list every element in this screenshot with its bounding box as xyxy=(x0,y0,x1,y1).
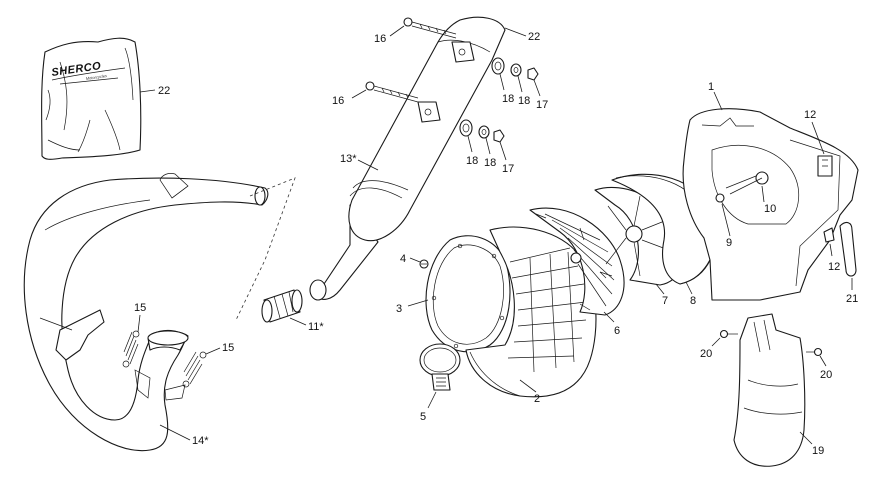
callout-12-upper: 12 xyxy=(804,109,825,155)
callout-18-upper-2: 18 xyxy=(517,75,530,107)
callout-10: 10 xyxy=(761,185,776,215)
label-19: 19 xyxy=(812,445,824,457)
label-14: 14* xyxy=(192,435,209,447)
callout-22-top: 22 xyxy=(504,27,540,43)
callout-22-left: 22 xyxy=(139,85,170,97)
callout-8: 8 xyxy=(685,281,696,307)
part-2-airbox-boot xyxy=(465,226,597,398)
part-15-spring-right xyxy=(182,351,207,388)
part-18-grommet-upper-1 xyxy=(491,57,505,75)
label-20-right: 20 xyxy=(820,369,832,381)
callout-16-lower: 16 xyxy=(332,89,367,107)
callout-12-lower: 12 xyxy=(828,243,840,273)
label-22-left: 22 xyxy=(158,85,170,97)
callout-19: 19 xyxy=(799,431,824,457)
callout-4: 4 xyxy=(400,253,421,265)
callout-13: 13* xyxy=(340,153,379,171)
part-4-screw xyxy=(419,259,429,269)
callout-15-right: 15 xyxy=(205,342,234,355)
part-18-washer-upper-2 xyxy=(510,63,522,77)
label-18-upper-1: 18 xyxy=(502,93,514,105)
callout-6: 6 xyxy=(603,311,620,337)
label-22-top: 22 xyxy=(528,31,540,43)
label-1: 1 xyxy=(708,81,714,93)
label-18-upper-2: 18 xyxy=(518,95,530,107)
label-16-lower: 16 xyxy=(332,95,344,107)
callout-1: 1 xyxy=(708,81,723,111)
callout-5: 5 xyxy=(420,391,437,423)
part-15-spring-left xyxy=(122,330,140,368)
callout-21: 21 xyxy=(846,278,858,305)
label-17-lower: 17 xyxy=(502,163,514,175)
part-17-nut-lower xyxy=(493,129,505,143)
part-20-screw-left xyxy=(719,329,738,339)
part-1-airbox-housing xyxy=(682,108,859,301)
part-12-clip-upper xyxy=(817,155,833,177)
label-16-upper: 16 xyxy=(374,33,386,45)
callout-18-lower-2: 18 xyxy=(484,137,496,169)
part-18-grommet-lower-1 xyxy=(459,119,473,137)
callout-11: 11* xyxy=(289,317,324,333)
part-11-flex-coupling xyxy=(261,289,303,323)
callout-17-lower: 17 xyxy=(499,141,514,175)
label-21: 21 xyxy=(846,293,858,305)
part-3-gasket xyxy=(425,235,511,353)
part-6-filter-plate xyxy=(529,207,625,316)
sherco-logo-subtext: Motorcycles xyxy=(85,73,107,81)
label-11: 11* xyxy=(308,321,324,333)
callout-14: 14* xyxy=(159,424,209,447)
callout-2: 2 xyxy=(519,379,540,405)
label-10: 10 xyxy=(764,203,776,215)
label-17-upper: 17 xyxy=(536,99,548,111)
label-12-lower: 12 xyxy=(828,261,840,273)
part-12-clip-lower xyxy=(823,227,835,243)
callout-7: 7 xyxy=(655,283,668,307)
label-8: 8 xyxy=(690,295,696,307)
part-19-intake-snorkel xyxy=(733,313,806,467)
part-14-expansion-chamber xyxy=(23,173,269,452)
callout-20-left: 20 xyxy=(700,337,721,360)
label-15-right: 15 xyxy=(222,342,234,354)
part-5-hose-clamp xyxy=(419,343,461,391)
label-6: 6 xyxy=(614,325,620,337)
callout-16-upper: 16 xyxy=(374,25,405,45)
label-3: 3 xyxy=(396,303,402,315)
part-16-bolt-lower xyxy=(365,81,419,103)
callout-18-lower-1: 18 xyxy=(466,135,478,167)
label-18-lower-2: 18 xyxy=(484,157,496,169)
callout-9: 9 xyxy=(721,203,732,249)
callout-17-upper: 17 xyxy=(533,79,548,111)
callout-18-upper-1: 18 xyxy=(499,73,514,105)
part-16-bolt-upper xyxy=(403,17,457,39)
part-18-washer-lower-2 xyxy=(478,125,490,139)
callout-15-left: 15 xyxy=(134,302,146,333)
part-22-cover-bag: SHERCO Motorcycles xyxy=(41,37,142,160)
callout-20-right: 20 xyxy=(819,355,832,381)
label-9: 9 xyxy=(726,237,732,249)
label-5: 5 xyxy=(420,411,426,423)
assembly-guide-dashed xyxy=(235,177,296,321)
part-6-screws xyxy=(535,213,613,311)
label-2: 2 xyxy=(534,393,540,405)
part-21-strap xyxy=(839,221,857,277)
callout-3: 3 xyxy=(396,299,429,315)
label-7: 7 xyxy=(662,295,668,307)
label-4: 4 xyxy=(400,253,406,265)
label-13: 13* xyxy=(340,153,357,165)
label-20-left: 20 xyxy=(700,348,712,360)
label-18-lower-1: 18 xyxy=(466,155,478,167)
label-12-upper: 12 xyxy=(804,109,816,121)
part-17-nut-upper xyxy=(527,67,539,81)
part-20-screw-right xyxy=(806,347,823,357)
label-15-left: 15 xyxy=(134,302,146,314)
